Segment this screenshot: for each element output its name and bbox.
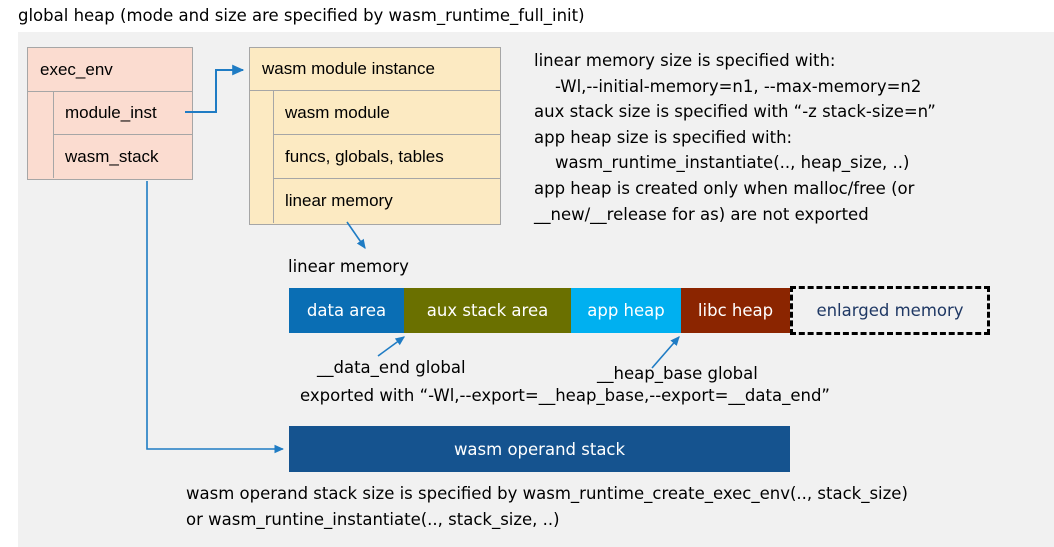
heap-base-global-label: __heap_base global bbox=[597, 364, 758, 383]
data-end-global-label: __data_end global bbox=[317, 358, 466, 377]
wasm-module-instance-box: wasm module instance wasm module funcs, … bbox=[249, 47, 501, 225]
page-title: global heap (mode and size are specified… bbox=[18, 6, 585, 25]
exec-env-box: exec_env module_inst wasm_stack bbox=[27, 47, 193, 180]
memory-segment-data-area: data area bbox=[289, 288, 404, 333]
memory-segment-libc-heap: libc heap bbox=[681, 288, 790, 333]
memory-segment-app-heap: app heap bbox=[571, 288, 681, 333]
wasm-module-instance-gutter bbox=[250, 91, 274, 223]
operand-stack-note: wasm operand stack size is specified by … bbox=[186, 484, 908, 529]
memory-segment-enlarged-memory: enlarged memory bbox=[790, 286, 990, 335]
exec-env-row-module-inst: module_inst bbox=[54, 92, 192, 135]
linear-memory-bar: data area aux stack area app heap libc h… bbox=[289, 288, 790, 333]
exec-env-rows: module_inst wasm_stack bbox=[54, 92, 192, 178]
wasm-module-instance-row-linear-memory: linear memory bbox=[285, 191, 393, 210]
wasm-module-instance-header: wasm module instance bbox=[250, 48, 500, 91]
exec-env-header: exec_env bbox=[28, 48, 192, 92]
wasm-operand-stack-box: wasm operand stack bbox=[289, 426, 790, 472]
wasm-module-instance-rows: wasm module funcs, globals, tables linea… bbox=[274, 91, 500, 223]
wasm-module-instance-row-wasm-module: wasm module bbox=[274, 91, 500, 135]
exec-env-row-wasm-stack: wasm_stack bbox=[65, 146, 159, 166]
exported-with-label: exported with “-Wl,--export=__heap_base,… bbox=[300, 386, 830, 405]
wasm-module-instance-row-funcs-globals-tables: funcs, globals, tables bbox=[274, 135, 500, 179]
linear-memory-note: linear memory size is specified with: -W… bbox=[534, 51, 936, 224]
exec-env-body: module_inst wasm_stack bbox=[28, 92, 192, 178]
memory-segment-aux-stack-area: aux stack area bbox=[404, 288, 571, 333]
exec-env-gutter bbox=[28, 92, 54, 178]
linear-memory-caption: linear memory bbox=[288, 257, 409, 276]
wasm-module-instance-body: wasm module funcs, globals, tables linea… bbox=[250, 91, 500, 223]
